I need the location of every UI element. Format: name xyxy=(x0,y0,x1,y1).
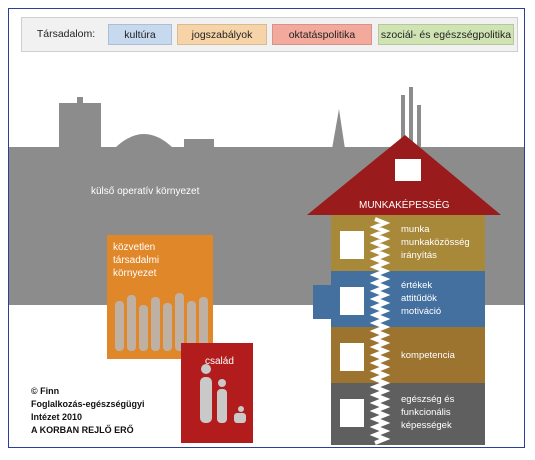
tag-legislation: jogszabályok xyxy=(177,24,267,45)
floor-health-text: egészség és funkcionális képességek xyxy=(401,394,455,431)
crowd-figures xyxy=(115,293,208,351)
staircase xyxy=(369,217,391,445)
family-label: család xyxy=(205,356,234,367)
tag-social-health-policy: szociál- és egészségpolitika xyxy=(378,24,514,45)
family-figures xyxy=(200,364,246,423)
outer-environment-label: külső operatív környezet xyxy=(91,186,200,197)
illustration xyxy=(9,87,524,445)
tag-education-policy: oktatáspolitika xyxy=(272,24,372,45)
window-work xyxy=(340,231,364,259)
window-values xyxy=(340,287,364,315)
credit-text: © Finn Foglalkozás-egészségügyi Intézet … xyxy=(31,386,145,435)
society-bar: Társadalom: kultúra jogszabályok oktatás… xyxy=(21,17,518,52)
immediate-environment-label: közvetlen társadalmi környezet xyxy=(113,242,160,279)
floor-work-text: munka munkaközösség irányítás xyxy=(401,224,470,261)
roof-label: MUNKAKÉPESSÉG xyxy=(359,200,450,211)
floor-values-text: értékek attitűdök motiváció xyxy=(401,280,442,317)
diagram-frame: Társadalom: kultúra jogszabályok oktatás… xyxy=(8,8,525,448)
roof-window xyxy=(395,159,421,181)
floor-competence-text: kompetencia xyxy=(401,350,455,361)
tag-culture: kultúra xyxy=(108,24,172,45)
window-competence xyxy=(340,343,364,371)
society-label: Társadalom: xyxy=(36,28,96,40)
floor-values-balcony xyxy=(313,285,333,319)
window-health xyxy=(340,399,364,427)
